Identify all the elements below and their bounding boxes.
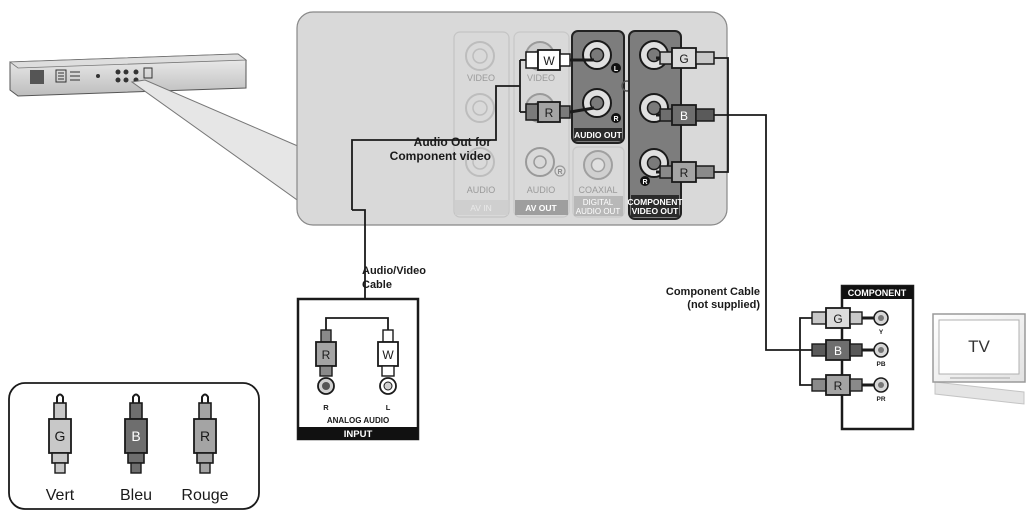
legend-letter: G xyxy=(55,428,66,444)
component-jack-pb: PB xyxy=(876,361,885,368)
component-jack-y: Y xyxy=(879,329,884,336)
label-av-cable-2: Cable xyxy=(362,279,392,291)
legend-letter: R xyxy=(200,428,210,444)
component-cable-b xyxy=(714,114,812,351)
plug-red-component: R xyxy=(656,161,715,183)
marker-av-right: R xyxy=(557,169,562,176)
label-audio-out-component-1: Audio Out for xyxy=(414,135,492,149)
dvd-player-rear xyxy=(8,53,248,97)
player-plugs: W R G B xyxy=(525,47,715,183)
audio-out-group: L R AUDIO OUT xyxy=(571,30,625,144)
component-cable-loop xyxy=(799,317,812,386)
legend-letter: B xyxy=(131,428,140,444)
legend-item-bleu: B Bleu xyxy=(120,393,152,504)
label-component-cable-2: (not supplied) xyxy=(687,299,760,311)
plug-red-audio: R xyxy=(525,101,595,123)
component-box: COMPONENT Y PB PR xyxy=(840,284,915,431)
av-out-label: AV OUT xyxy=(525,203,557,213)
legend-item-vert: G Vert xyxy=(46,393,75,504)
tv-plug-blue: B xyxy=(811,339,874,361)
input-jack-right-label: L xyxy=(386,403,391,412)
tv-plug-red: R xyxy=(811,374,874,396)
digital-label: DIGITAL xyxy=(583,198,614,207)
tv-plug-green: G xyxy=(811,307,874,329)
port-label-audio: AUDIO xyxy=(467,185,496,195)
tv-label: TV xyxy=(968,337,990,356)
marker-pr: R xyxy=(642,179,647,186)
video-out-label: VIDEO OUT xyxy=(632,206,680,216)
color-legend: G Vert B Bleu R Rouge xyxy=(8,382,260,510)
tv-plug-green-label: G xyxy=(833,312,842,326)
label-component-cable-1: Component Cable xyxy=(666,286,760,298)
tv-set: TV xyxy=(932,313,1026,405)
port-label-coaxial: COAXIAL xyxy=(578,185,617,195)
legend-name: Vert xyxy=(46,487,75,504)
component-jack-pr: PR xyxy=(876,396,885,403)
audio-out-label: AUDIO OUT xyxy=(574,130,623,140)
port-label-audio-out: AUDIO xyxy=(527,185,556,195)
tv-plug-red-label: R xyxy=(834,379,843,393)
component-label: COMPONENT xyxy=(627,197,683,207)
zoom-funnel xyxy=(130,79,301,203)
cables xyxy=(351,57,812,386)
plug-green-label: G xyxy=(679,52,688,66)
input-jack-left-label: R xyxy=(323,403,329,412)
tv-plug-blue-label: B xyxy=(834,344,842,358)
port-label-video: VIDEO xyxy=(467,73,495,83)
input-plug-red-label: R xyxy=(322,348,331,362)
input-box-title: INPUT xyxy=(344,429,373,440)
port-label-video-out: VIDEO xyxy=(527,73,555,83)
input-plug-red: R xyxy=(315,329,337,395)
label-audio-out-component-2: Component video xyxy=(390,149,491,163)
legend-name: Bleu xyxy=(120,487,152,504)
legend-name: Rouge xyxy=(181,487,228,504)
plug-blue-label: B xyxy=(680,109,688,123)
marker-right: R xyxy=(613,116,618,123)
coaxial-group: COAXIAL DIGITAL AUDIO OUT xyxy=(572,146,625,218)
input-plug-white: W xyxy=(377,329,399,395)
plug-red-audio-label: R xyxy=(545,106,554,120)
plug-white: W xyxy=(525,49,594,71)
label-av-cable-1: Audio/Video xyxy=(362,265,426,277)
analog-audio-label: ANALOG AUDIO xyxy=(327,416,389,425)
av-in-group: VIDEO AUDIO AV IN xyxy=(453,31,510,218)
plug-white-label: W xyxy=(543,54,555,68)
component-box-plugs: G B R xyxy=(811,307,874,396)
legend-item-rouge: R Rouge xyxy=(181,393,229,504)
digital-audio-out-label: AUDIO OUT xyxy=(576,207,621,216)
plug-green: G xyxy=(656,47,715,69)
input-plug-white-label: W xyxy=(382,348,394,362)
input-cable-loop xyxy=(325,317,389,332)
marker-left: L xyxy=(614,66,619,73)
component-box-title: COMPONENT xyxy=(848,288,907,298)
plug-blue: B xyxy=(656,104,715,126)
input-box: INPUT ANALOG AUDIO R W R L xyxy=(296,297,420,441)
audio-cable-trunk xyxy=(351,85,520,210)
av-in-label: AV IN xyxy=(470,203,492,213)
plug-red-component-label: R xyxy=(680,166,689,180)
